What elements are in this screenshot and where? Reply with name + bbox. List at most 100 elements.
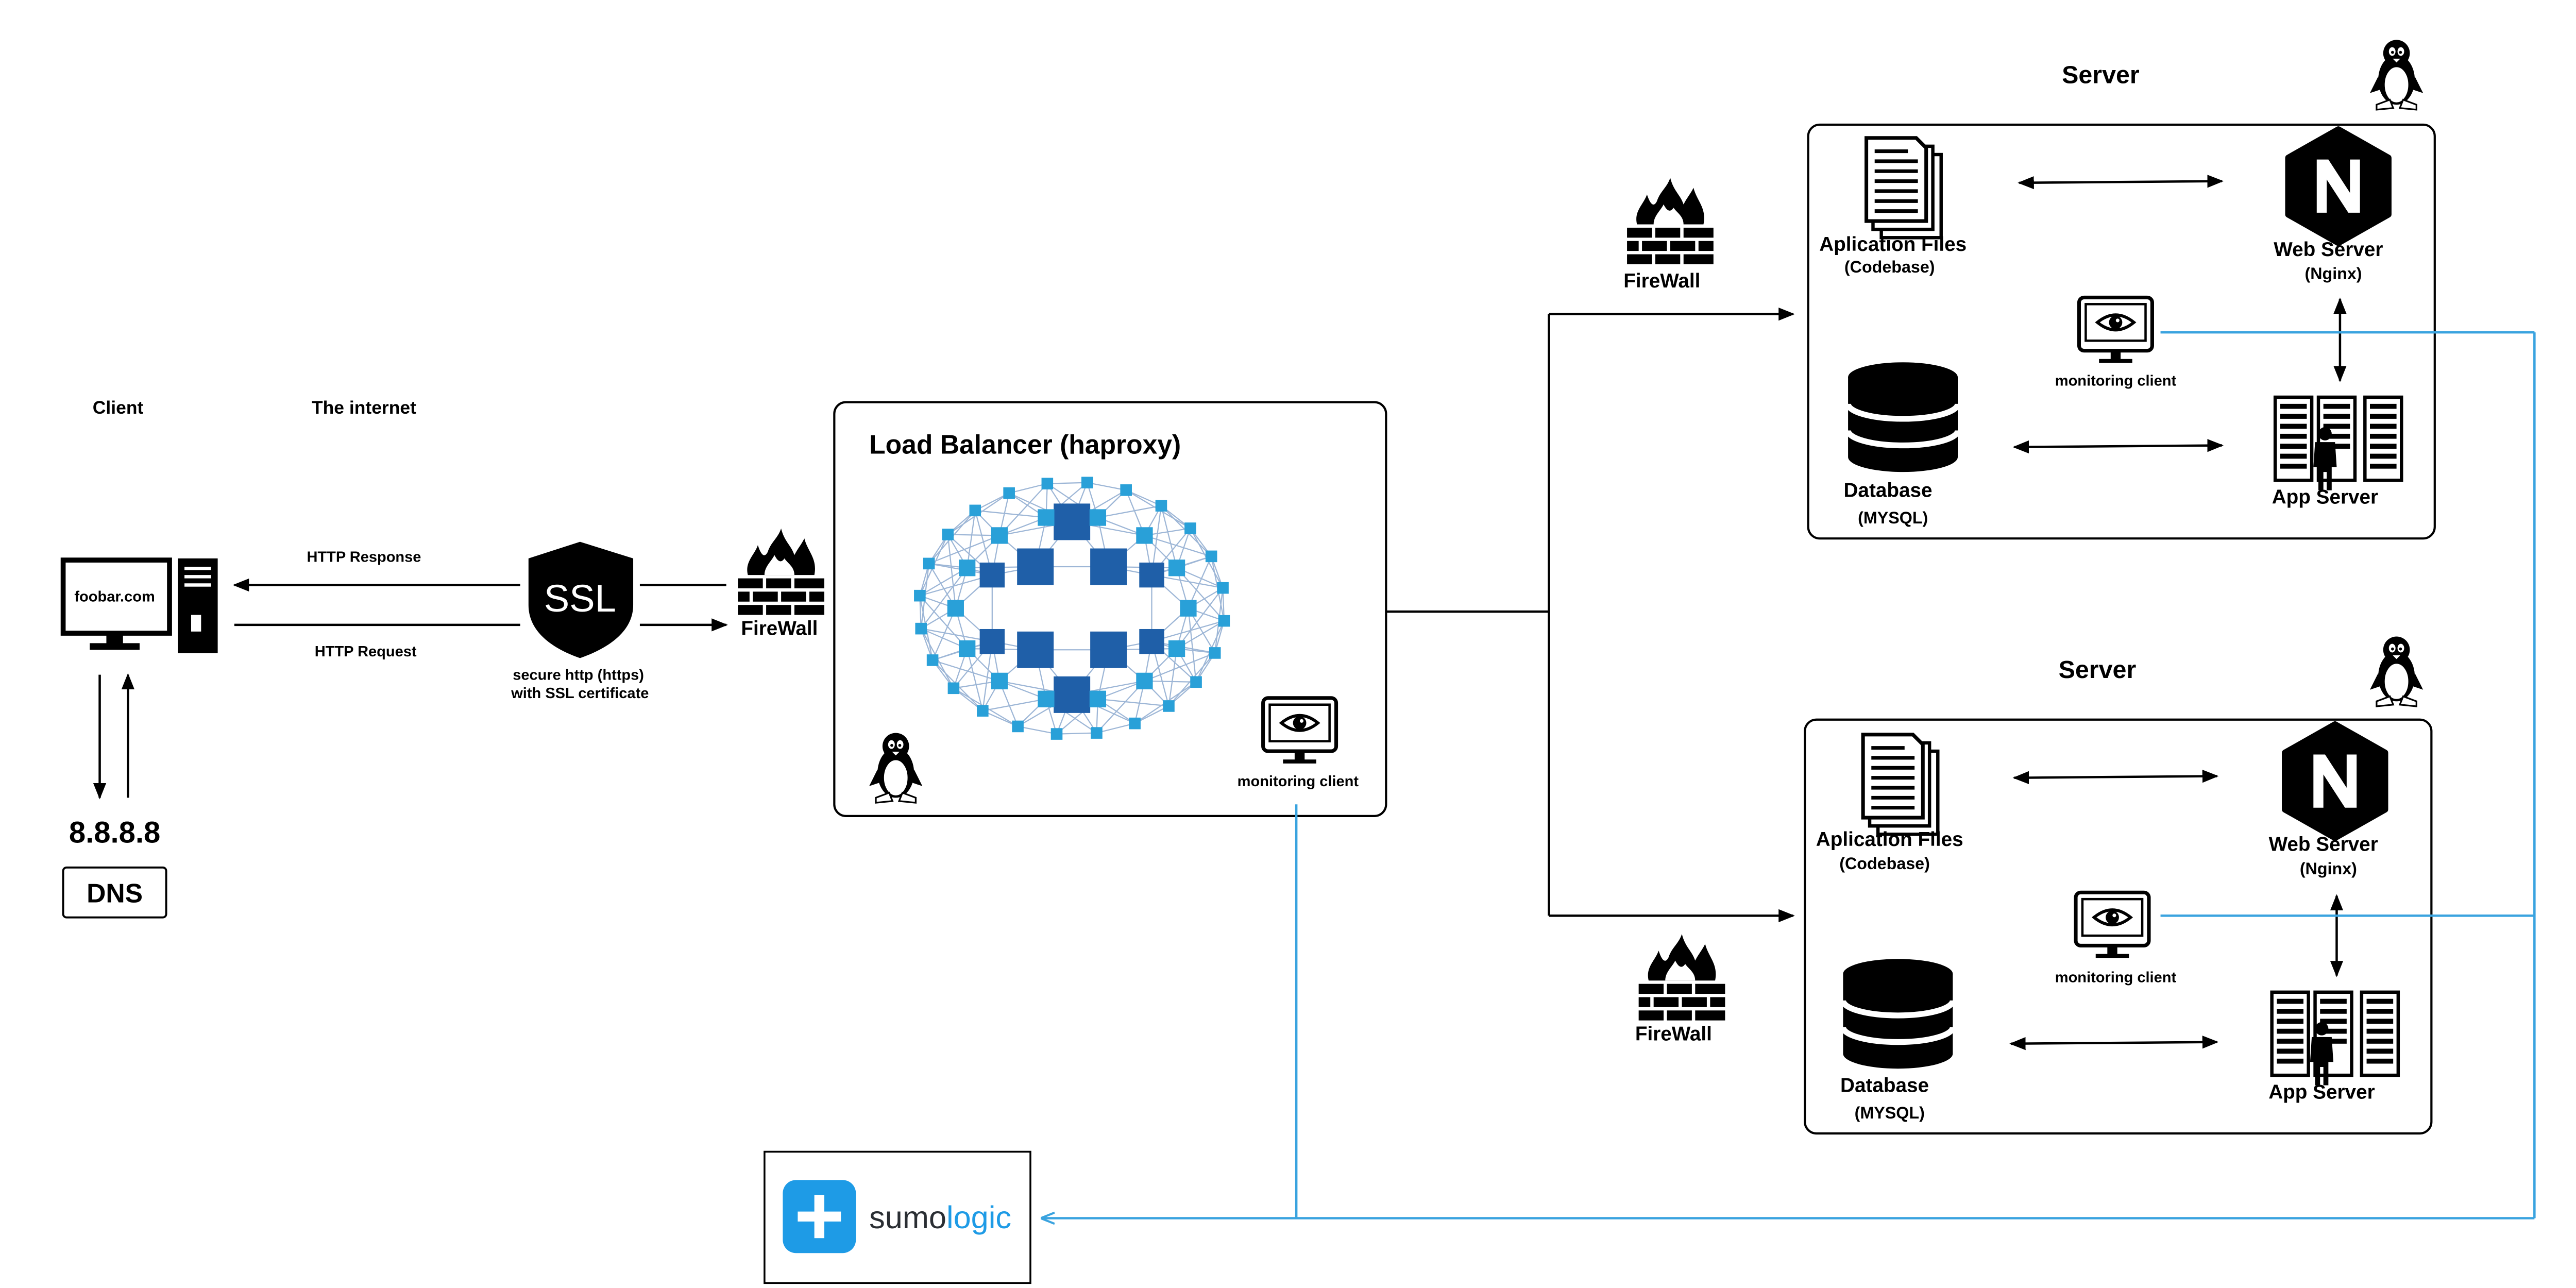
database-label: Database: [1840, 1074, 1929, 1096]
database-sub-label: (MYSQL): [1855, 1104, 1925, 1122]
network-node: [914, 589, 926, 602]
web-server-label: Web Server: [2269, 834, 2378, 856]
network-node: [977, 705, 989, 717]
network-node: [1012, 720, 1024, 733]
network-node: [1017, 548, 1054, 585]
firewall-label: FireWall: [1623, 270, 1700, 292]
network-node: [1163, 700, 1175, 712]
server-1: Server Aplication Files (Codebase) Web S…: [1807, 39, 2436, 540]
firewall-label: FireWall: [1635, 1023, 1712, 1045]
files-label: Aplication Files: [1819, 233, 1967, 256]
dns-box: [62, 866, 167, 919]
network-node: [1038, 690, 1055, 707]
ssl-caption-line2: with SSL certificate: [511, 685, 649, 702]
app-server-label: App Server: [2268, 1081, 2375, 1103]
linux-tux-icon: [2369, 39, 2424, 111]
network-node: [1190, 676, 1202, 688]
monitoring-label: monitoring client: [2055, 372, 2177, 389]
app-server-icon: [2272, 992, 2398, 1086]
network-node: [1050, 728, 1063, 740]
firewall-icon: [738, 528, 824, 615]
network-node: [1054, 503, 1091, 540]
network-node: [1120, 484, 1132, 496]
network-node: [1041, 478, 1054, 489]
database-label: Database: [1843, 480, 1932, 502]
network-node: [979, 629, 1005, 654]
network-node: [1038, 509, 1055, 526]
network-node: [1139, 629, 1164, 654]
database-sub-label: (MYSQL): [1858, 509, 1928, 527]
dns-ip-address: 8.8.8.8: [69, 816, 161, 849]
dns-label: DNS: [87, 878, 143, 908]
sumologic-brand: sumologic: [869, 1200, 1011, 1235]
web-server-sub-label: (Nginx): [2304, 264, 2362, 283]
network-node: [915, 622, 927, 635]
db-app-arrow: [2009, 1036, 2219, 1050]
network-node: [923, 557, 935, 570]
network-node: [1180, 600, 1197, 617]
sumologic-brand-part2: logic: [946, 1200, 1011, 1235]
network-node: [959, 560, 976, 577]
internet-heading: The internet: [312, 397, 416, 418]
database-icon: [1843, 959, 1953, 1069]
network-node: [979, 562, 1005, 588]
db-app-arrow: [2012, 439, 2224, 454]
network-node: [1089, 509, 1107, 526]
files-web-arrow: [2012, 770, 2219, 785]
linux-tux-icon: [2369, 635, 2424, 707]
nginx-icon: [2285, 724, 2385, 837]
web-server-label: Web Server: [2274, 239, 2383, 261]
network-node: [1017, 631, 1054, 668]
network-node: [1139, 562, 1164, 588]
network-node: [991, 672, 1008, 690]
network-node: [1129, 717, 1141, 730]
ssl-shield-icon: [528, 541, 634, 658]
database-icon: [1848, 362, 1958, 472]
network-node: [1054, 676, 1091, 713]
client-computer-icon: [60, 557, 218, 653]
client-heading: Client: [93, 397, 144, 418]
lb-monitoring-label: monitoring client: [1238, 773, 1359, 790]
client-screen-text: foobar.com: [74, 589, 155, 605]
network-node: [1136, 672, 1153, 690]
sumologic-plus-icon: [783, 1180, 856, 1253]
files-label: Aplication Files: [1816, 828, 1963, 851]
load-balancer-title: Load Balancer (haproxy): [869, 430, 1181, 460]
files-web-arrow: [2018, 175, 2224, 190]
firewall-icon: [1627, 178, 1714, 264]
firewall-icon: [1638, 934, 1725, 1021]
ssl-caption-line1: secure http (https): [513, 667, 644, 683]
network-node: [1168, 560, 1185, 577]
sumologic-brand-part1: sumo: [869, 1200, 946, 1235]
files-sub-label: (Codebase): [1839, 854, 1930, 873]
network-node: [1218, 615, 1230, 627]
nginx-icon: [2289, 130, 2388, 243]
network-node: [1081, 477, 1093, 488]
network-node: [991, 527, 1008, 544]
http-response-label: HTTP Response: [307, 549, 421, 565]
application-files-icon: [1867, 138, 1941, 238]
network-node: [1205, 550, 1217, 563]
app-server-label: App Server: [2272, 486, 2378, 508]
network-node: [947, 600, 964, 617]
http-request-label: HTTP Request: [315, 643, 417, 660]
network-node: [947, 682, 960, 694]
web-server-sub-label: (Nginx): [2300, 859, 2357, 878]
network-node: [1003, 487, 1015, 499]
network-node: [969, 504, 981, 517]
server-2: Server Aplication Files (Codebase) Web S…: [1804, 635, 2433, 1135]
network-node: [1090, 631, 1127, 668]
network-node: [1089, 690, 1107, 707]
app-server-icon: [2275, 397, 2401, 490]
ssl-badge-text: SSL: [544, 577, 616, 620]
network-node: [926, 654, 939, 666]
network-node: [959, 640, 976, 657]
server-title: Server: [2062, 61, 2140, 89]
network-node: [1168, 640, 1185, 657]
network-node: [1209, 647, 1221, 659]
monitoring-label: monitoring client: [2055, 969, 2177, 986]
files-sub-label: (Codebase): [1844, 258, 1935, 276]
server-title: Server: [2059, 656, 2137, 684]
network-node: [942, 529, 954, 540]
